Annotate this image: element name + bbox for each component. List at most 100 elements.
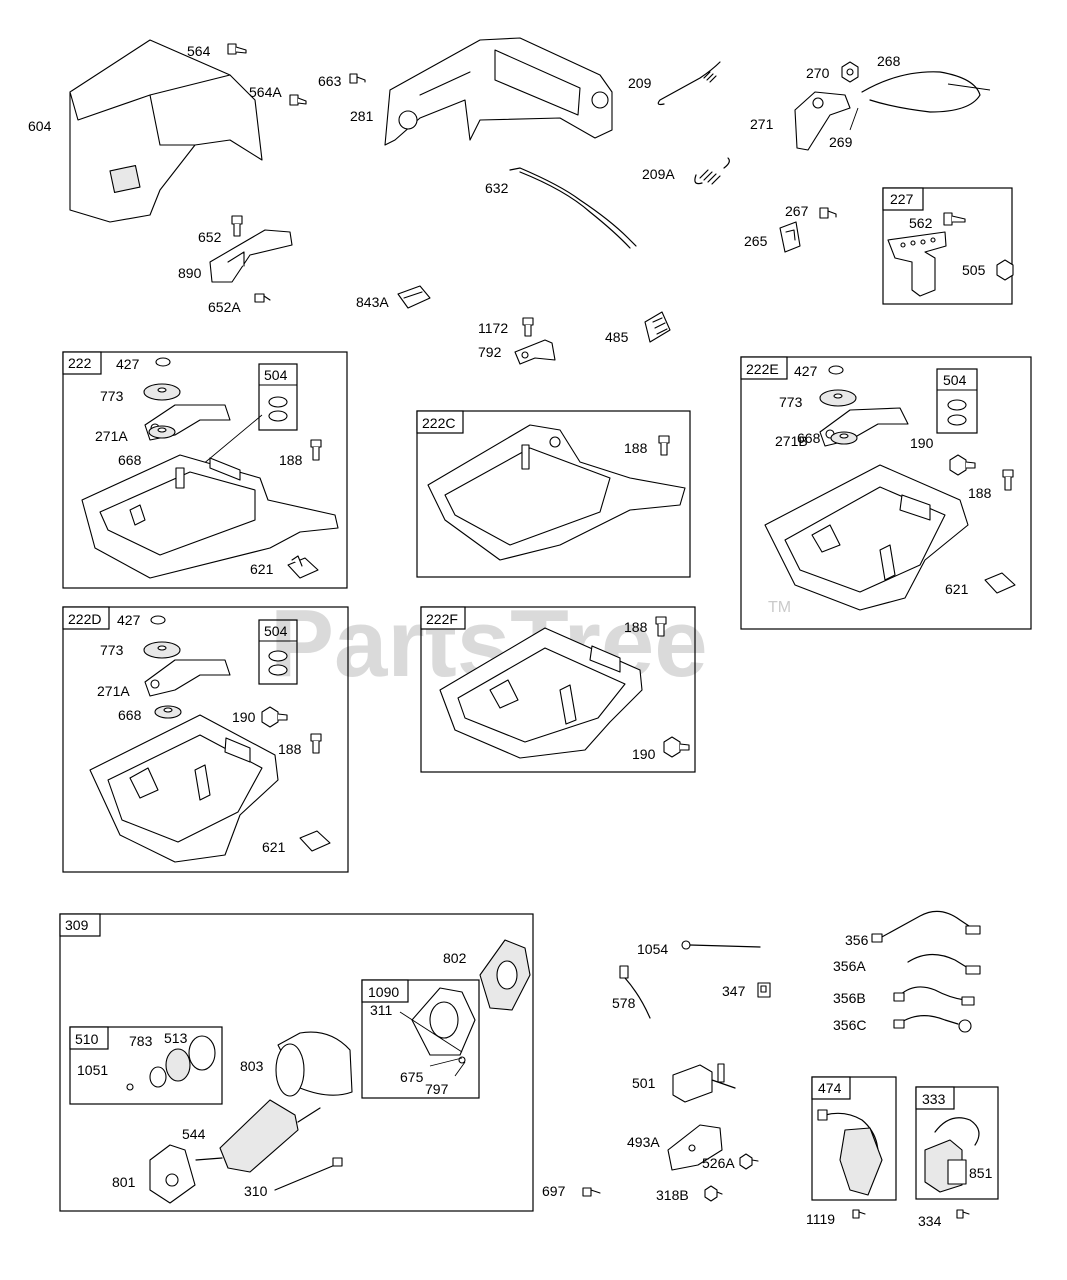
part-268-cable <box>861 71 981 113</box>
label-334: 334 <box>918 1213 942 1229</box>
part-427d-nut <box>150 615 166 625</box>
label-513: 513 <box>164 1030 188 1046</box>
label-773-222: 773 <box>100 388 124 404</box>
label-271a-222d: 271A <box>97 683 130 699</box>
label-311: 311 <box>370 1002 393 1018</box>
box-222d-label: 222D <box>68 611 101 627</box>
label-792: 792 <box>478 344 502 360</box>
label-427-222: 427 <box>116 356 140 372</box>
watermark-tm: TM <box>768 599 791 616</box>
part-621-clip <box>287 555 319 579</box>
label-271b: 271B <box>775 433 808 449</box>
label-281: 281 <box>350 108 374 124</box>
part-190f-bolt <box>663 736 690 758</box>
part-792-bracket <box>514 339 556 365</box>
part-318b-screw <box>704 1185 723 1202</box>
part-564a-screw <box>289 94 307 106</box>
part-697-screw <box>582 1187 601 1197</box>
box-474 <box>811 1076 897 1201</box>
part-505-nut <box>996 259 1014 281</box>
part-843a-clip <box>397 285 431 309</box>
part-209-spring <box>657 61 721 106</box>
part-668e-washer <box>830 431 858 445</box>
part-773e-plate <box>819 389 857 407</box>
box-222-label: 222 <box>68 355 92 371</box>
label-544: 544 <box>182 1126 206 1142</box>
part-271a-d-lever <box>144 659 231 697</box>
box-504e <box>936 368 978 434</box>
part-652a-screw <box>254 293 271 303</box>
box-309 <box>59 913 534 1212</box>
box-227-label: 227 <box>890 191 914 207</box>
label-604: 604 <box>28 118 52 134</box>
label-890: 890 <box>178 265 202 281</box>
part-270-nut <box>841 61 859 83</box>
label-190-222d: 190 <box>232 709 256 725</box>
label-675: 675 <box>400 1069 424 1085</box>
label-1054: 1054 <box>637 941 668 957</box>
label-318b: 318B <box>656 1187 689 1203</box>
label-188-222c: 188 <box>624 440 648 456</box>
part-526a-screw <box>739 1153 759 1170</box>
label-190-222f: 190 <box>632 746 656 762</box>
part-803-housing <box>275 1031 353 1097</box>
box-474-label: 474 <box>818 1080 842 1096</box>
part-209a-spring <box>694 157 730 185</box>
part-190e-bolt <box>949 454 976 476</box>
part-427e-nut <box>828 365 844 375</box>
label-564: 564 <box>187 43 211 59</box>
part-668d-washer <box>154 705 182 719</box>
part-668-washer <box>148 425 176 439</box>
label-663: 663 <box>318 73 342 89</box>
label-803: 803 <box>240 1058 264 1074</box>
part-632-link <box>509 167 637 247</box>
box-222e-label: 222E <box>746 361 779 377</box>
label-356c: 356C <box>833 1017 866 1033</box>
part-1172-screw <box>522 317 534 337</box>
box-504d-label: 504 <box>264 623 288 639</box>
part-188d-bolt <box>310 733 322 754</box>
label-697: 697 <box>542 1183 566 1199</box>
part-188c-bolt <box>658 435 670 456</box>
label-802: 802 <box>443 950 467 966</box>
label-621-222d: 621 <box>262 839 286 855</box>
label-668-222e: 668 <box>797 430 821 446</box>
label-526a: 526A <box>702 1155 735 1171</box>
part-773-plate <box>143 383 181 401</box>
box-510 <box>69 1026 223 1105</box>
box-222c <box>416 410 691 578</box>
part-578-wire <box>619 965 651 1019</box>
label-652: 652 <box>198 229 222 245</box>
box-222d <box>62 606 349 873</box>
label-668-222d: 668 <box>118 707 142 723</box>
part-652-screw <box>231 215 243 237</box>
label-505: 505 <box>962 262 986 278</box>
part-510-drive <box>126 1035 216 1091</box>
box-222f <box>420 606 696 773</box>
part-493a-bracket <box>667 1124 723 1171</box>
label-843a: 843A <box>356 294 389 310</box>
label-501: 501 <box>632 1075 656 1091</box>
part-222f-base-frame <box>439 627 643 759</box>
label-773-222d: 773 <box>100 642 124 658</box>
label-621-222e: 621 <box>945 581 969 597</box>
label-267: 267 <box>785 203 809 219</box>
box-510-label: 510 <box>75 1031 99 1047</box>
part-190d-bolt <box>261 706 288 728</box>
part-663-screw <box>349 73 366 84</box>
label-356b: 356B <box>833 990 866 1006</box>
label-851: 851 <box>969 1165 993 1181</box>
part-802-plate <box>479 939 531 1011</box>
label-578: 578 <box>612 995 636 1011</box>
box-1090-label: 1090 <box>368 984 399 1000</box>
part-356-lead <box>871 910 981 943</box>
part-310-through-bolt <box>274 1157 343 1191</box>
part-427-nut <box>155 357 171 367</box>
part-267-screw <box>819 207 837 219</box>
part-485-grip <box>644 311 671 343</box>
part-334-screw <box>956 1209 970 1219</box>
label-188-222e: 188 <box>968 485 992 501</box>
part-1090-brush-plate <box>411 987 476 1064</box>
label-190-222e: 190 <box>910 435 934 451</box>
box-309-label: 309 <box>65 917 89 933</box>
